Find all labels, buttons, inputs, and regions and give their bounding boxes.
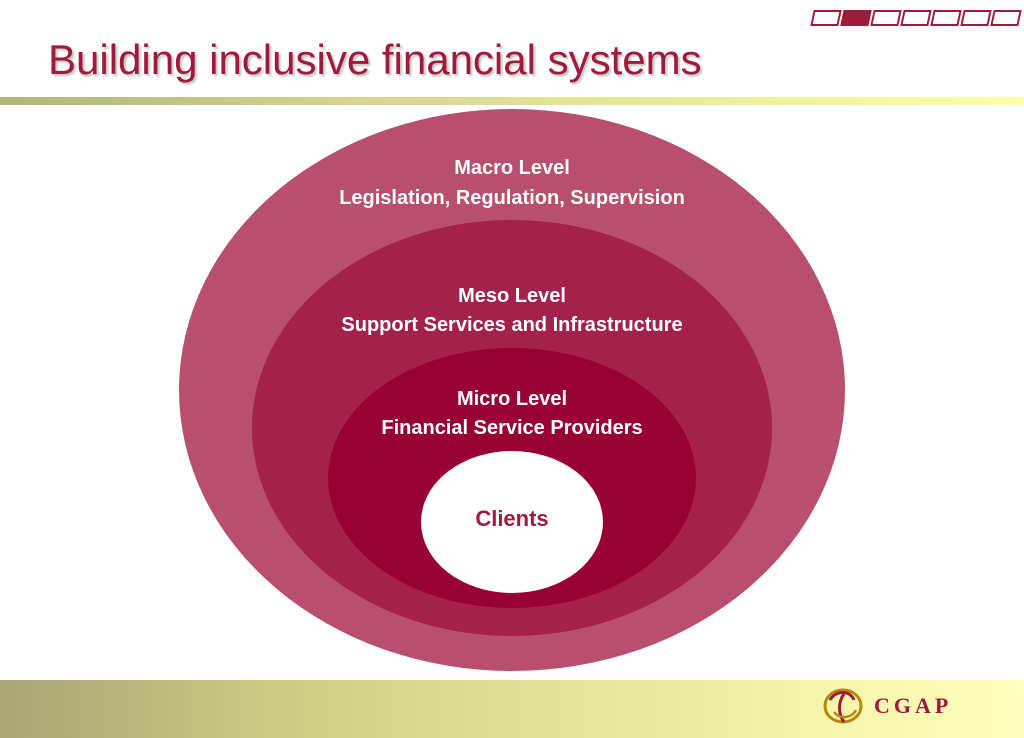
footer-bar (0, 680, 1024, 738)
page-title: Building inclusive financial systems (48, 36, 702, 83)
micro-level-name: Micro Level (457, 388, 567, 410)
micro-level-desc: Financial Service Providers (381, 417, 642, 439)
macro-level-name: Macro Level (454, 157, 570, 179)
cgap-logo-text: CGAP (874, 693, 953, 718)
macro-level-desc: Legislation, Regulation, Supervision (339, 187, 685, 209)
clients-ellipse (421, 451, 603, 593)
meso-level-name: Meso Level (458, 285, 566, 307)
title-underline-bar (0, 97, 1024, 105)
cgap-logo: CGAP (820, 686, 952, 726)
clients-label: Clients (475, 506, 548, 531)
meso-level-desc: Support Services and Infrastructure (341, 314, 682, 336)
cgap-emblem-icon (823, 688, 863, 724)
